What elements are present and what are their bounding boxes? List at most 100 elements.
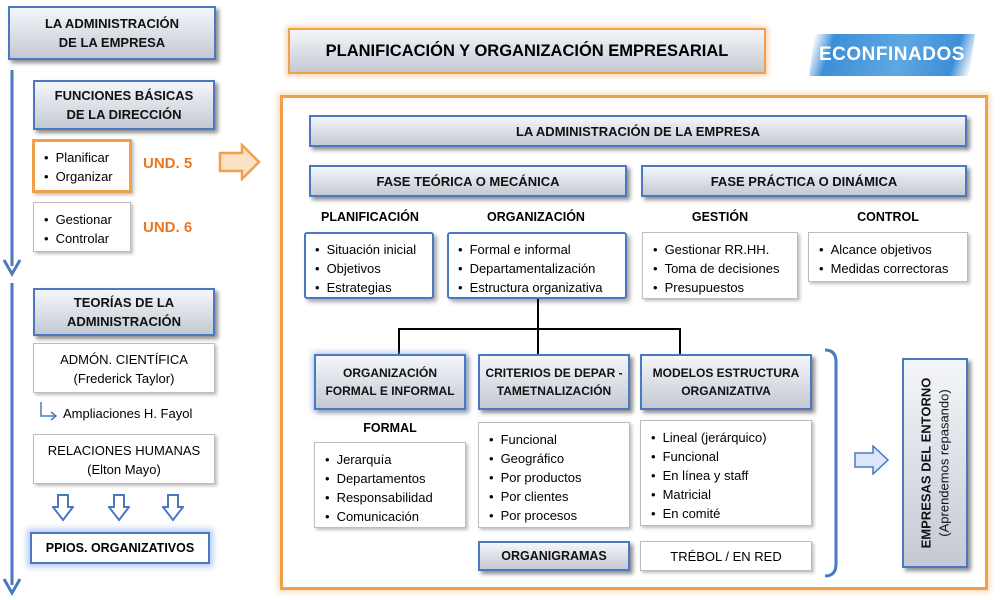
teorias-title-box: TEORÍAS DE LA ADMINISTRACIÓN	[33, 288, 215, 336]
list-item: Toma de decisiones	[651, 259, 797, 278]
fase-practica-bar: FASE PRÁCTICA O DINÁMICA	[641, 165, 967, 197]
formal-list: Jerarquía Departamentos Responsabilidad …	[323, 450, 465, 526]
list-item: Comunicación	[323, 507, 465, 526]
main-title: PLANIFICACIÓN Y ORGANIZACIÓN EMPRESARIAL	[325, 41, 729, 60]
criterios-list-box: Funcional Geográfico Por productos Por c…	[478, 422, 630, 528]
list-item: Formal e informal	[456, 240, 625, 259]
und5-label: UND. 5	[143, 155, 193, 172]
right-arrow-blue	[854, 445, 890, 475]
list-item: Estructura organizativa	[456, 278, 625, 297]
connector-right-drop	[679, 328, 681, 354]
control-list: Alcance objetivos Medidas correctoras	[817, 240, 967, 278]
list-item: Responsabilidad	[323, 488, 465, 507]
list-item: Situación inicial	[313, 240, 432, 259]
down-arrow-small-3	[162, 494, 184, 522]
teorias-line1: TEORÍAS DE LA	[73, 295, 175, 310]
org-formal-box: ORGANIZACIÓN FORMAL E INFORMAL	[314, 354, 466, 410]
organigramas-box: ORGANIGRAMAS	[478, 541, 630, 571]
list-item: Objetivos	[313, 259, 432, 278]
list-item: Funcional	[649, 447, 811, 466]
main-title-box: PLANIFICACIÓN Y ORGANIZACIÓN EMPRESARIAL	[288, 28, 766, 74]
trebol-box: TRÉBOL / EN RED	[640, 541, 812, 571]
list-item: Departamentalización	[456, 259, 625, 278]
formal-heading: FORMAL	[363, 421, 417, 435]
down-arrow-small-2	[108, 494, 130, 522]
criterios-line1: CRITERIOS DE DEPAR -	[485, 366, 623, 380]
relaciones-box: RELACIONES HUMANAS (Elton Mayo)	[33, 434, 215, 484]
connector-horizontal	[398, 328, 680, 330]
und5-list: Planificar Organizar	[42, 148, 129, 186]
right-bracket	[824, 348, 838, 578]
list-item: Alcance objetivos	[817, 240, 967, 259]
org-formal-line2: FORMAL E INFORMAL	[325, 384, 455, 398]
relaciones-line1: RELACIONES HUMANAS	[47, 443, 201, 458]
relaciones-line2: (Elton Mayo)	[87, 462, 161, 477]
criterios-list: Funcional Geográfico Por productos Por c…	[487, 430, 629, 525]
und6-box: Gestionar Controlar	[33, 202, 131, 252]
admin-bar-label: LA ADMINISTRACIÓN DE LA EMPRESA	[515, 123, 761, 139]
funciones-line1: FUNCIONES BÁSICAS	[54, 88, 194, 103]
list-item: Gestionar	[42, 210, 130, 229]
list-item: Por clientes	[487, 487, 629, 506]
ppios-box: PPIOS. ORGANIZATIVOS	[30, 532, 210, 564]
organizacion-box: Formal e informal Departamentalización E…	[447, 232, 627, 299]
logo-text: ECONFINADOS	[819, 44, 965, 65]
admin-title-box: LA ADMINISTRACIÓN DE LA EMPRESA	[8, 6, 216, 60]
list-item: En línea y staff	[649, 466, 811, 485]
und6-label: UND. 6	[143, 219, 193, 236]
gestion-list: Gestionar RR.HH. Toma de decisiones Pres…	[651, 240, 797, 297]
teorias-line2: ADMINISTRACIÓN	[66, 314, 182, 329]
ampliaciones-text: Ampliaciones H. Fayol	[63, 406, 193, 421]
list-item: Geográfico	[487, 449, 629, 468]
list-item: Medidas correctoras	[817, 259, 967, 278]
organigramas-label: ORGANIGRAMAS	[501, 549, 607, 563]
modelos-list-box: Lineal (jerárquico) Funcional En línea y…	[640, 420, 812, 526]
admin-title-line1: LA ADMINISTRACIÓN	[44, 16, 180, 31]
modelos-list: Lineal (jerárquico) Funcional En línea y…	[649, 428, 811, 523]
list-item: Gestionar RR.HH.	[651, 240, 797, 259]
down-arrow-small-1	[52, 494, 74, 522]
list-item: Planificar	[42, 148, 129, 167]
und6-list: Gestionar Controlar	[42, 210, 130, 248]
list-item: Lineal (jerárquico)	[649, 428, 811, 447]
organizacion-list: Formal e informal Departamentalización E…	[456, 240, 625, 297]
list-item: Funcional	[487, 430, 629, 449]
gestion-box: Gestionar RR.HH. Toma de decisiones Pres…	[642, 232, 798, 299]
fase-teorica-label: FASE TEÓRICA O MECÁNICA	[376, 173, 560, 189]
trebol-label: TRÉBOL / EN RED	[670, 548, 782, 564]
down-arrow-left-1	[2, 70, 22, 278]
connector-vertical-top	[537, 299, 539, 329]
connector-left-drop	[398, 328, 400, 354]
planificacion-box: Situación inicial Objetivos Estrategias	[304, 232, 434, 299]
cientifica-line1: ADMÓN. CIENTÍFICA	[60, 352, 188, 367]
modelos-box: MODELOS ESTRUCTURA ORGANIZATIVA	[640, 354, 812, 410]
modelos-line1: MODELOS ESTRUCTURA	[652, 366, 800, 380]
fase-teorica-bar: FASE TEÓRICA O MECÁNICA	[309, 165, 627, 197]
cientifica-box: ADMÓN. CIENTÍFICA (Frederick Taylor)	[33, 343, 215, 393]
funciones-title-box: FUNCIONES BÁSICAS DE LA DIRECCIÓN	[33, 80, 215, 130]
control-box: Alcance objetivos Medidas correctoras	[808, 232, 968, 282]
admin-title-line2: DE LA EMPRESA	[58, 35, 166, 50]
fase-practica-label: FASE PRÁCTICA O DINÁMICA	[710, 173, 898, 189]
formal-list-box: Jerarquía Departamentos Responsabilidad …	[314, 442, 466, 528]
funciones-line2: DE LA DIRECCIÓN	[66, 107, 182, 122]
criterios-line2: TAMETNALIZACIÓN	[496, 384, 612, 398]
list-item: Presupuestos	[651, 278, 797, 297]
modelos-line2: ORGANIZATIVA	[681, 384, 771, 398]
planificacion-list: Situación inicial Objetivos Estrategias	[313, 240, 432, 297]
admin-bar: LA ADMINISTRACIÓN DE LA EMPRESA	[309, 115, 967, 147]
org-formal-line1: ORGANIZACIÓN	[342, 366, 437, 380]
corner-arrow-icon	[40, 402, 58, 421]
list-item: En comité	[649, 504, 811, 523]
empresas-line2: (Aprendemos repasando)	[936, 389, 951, 537]
logo: ECONFINADOS	[809, 34, 975, 76]
list-item: Por procesos	[487, 506, 629, 525]
und5-box: Planificar Organizar	[32, 139, 132, 193]
right-arrow-orange	[218, 143, 261, 181]
down-arrow-left-2	[2, 283, 22, 597]
planificacion-heading: PLANIFICACIÓN	[321, 210, 419, 224]
list-item: Matricial	[649, 485, 811, 504]
ppios-label: PPIOS. ORGANIZATIVOS	[45, 541, 195, 555]
criterios-box: CRITERIOS DE DEPAR - TAMETNALIZACIÓN	[478, 354, 630, 410]
list-item: Jerarquía	[323, 450, 465, 469]
